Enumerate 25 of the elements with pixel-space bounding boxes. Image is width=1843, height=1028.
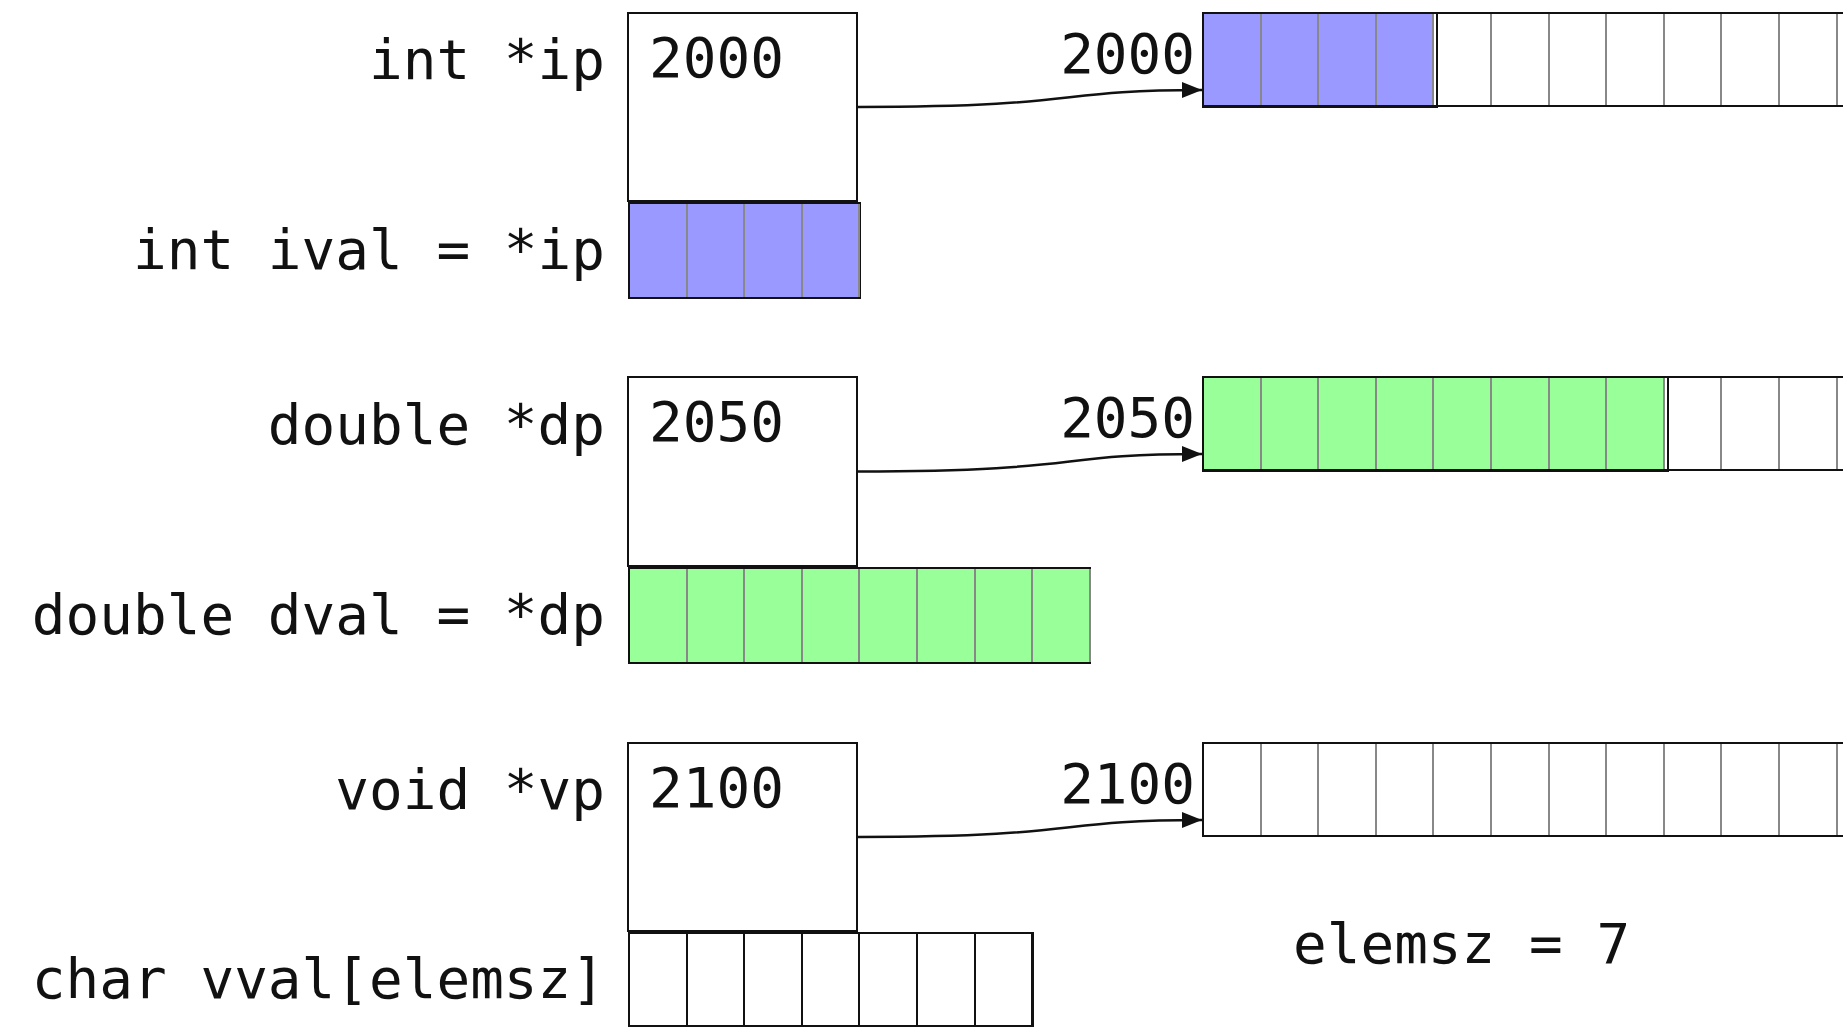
declaration-label: void *vp — [335, 758, 605, 822]
declaration-label: double *dp — [267, 393, 605, 457]
pointer-arrow — [858, 812, 1202, 839]
value-cells — [628, 567, 1092, 664]
address-label: 2100 — [1060, 752, 1195, 816]
pointer-box — [627, 376, 858, 567]
pointer-arrow — [858, 446, 1202, 473]
declaration-label: int *ip — [369, 28, 605, 92]
declaration-label: double dval = *dp — [31, 583, 605, 647]
value-cells — [628, 932, 1034, 1027]
memory-strip — [1202, 12, 1843, 107]
pointer-arrow — [858, 82, 1202, 109]
memory-strip — [1202, 376, 1843, 471]
address-label: 2000 — [1060, 22, 1195, 86]
pointer-box — [627, 742, 858, 932]
declaration-label: char vval[elemsz] — [31, 947, 605, 1011]
address-label: 2050 — [1060, 386, 1195, 450]
pointer-box — [627, 12, 858, 202]
note-label: elemsz = 7 — [1293, 912, 1631, 976]
address-value: 2100 — [649, 755, 784, 820]
value-cells — [628, 202, 861, 299]
address-value: 2000 — [649, 25, 784, 90]
declaration-label: int ival = *ip — [133, 218, 605, 282]
memory-strip — [1202, 742, 1843, 837]
address-value: 2050 — [649, 389, 784, 454]
